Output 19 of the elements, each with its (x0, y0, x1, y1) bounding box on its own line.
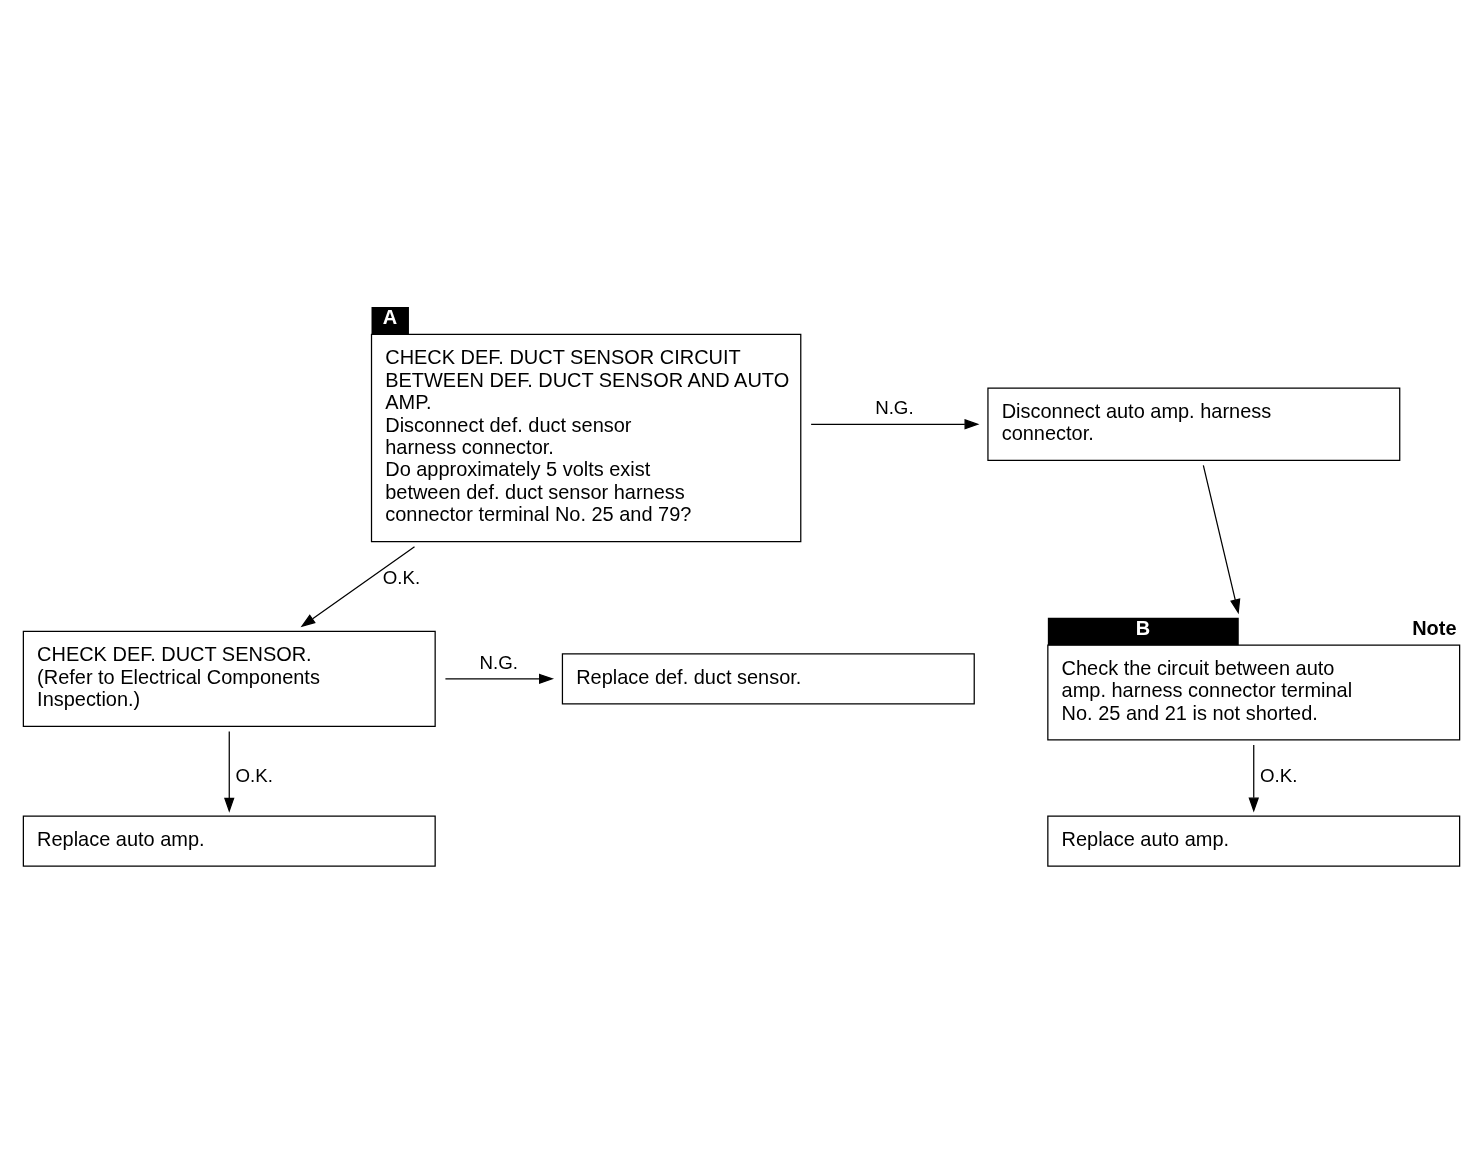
node-label: Note (1412, 616, 1457, 639)
arrow (224, 730, 235, 813)
edge-label: O.K. (235, 765, 273, 787)
arrow (444, 673, 555, 685)
node-box: Replace auto amp. (1047, 815, 1461, 867)
node-label: B (1135, 616, 1151, 639)
edge-label: O.K. (1259, 765, 1298, 787)
node-label: A (382, 306, 398, 329)
arrow (1248, 744, 1259, 813)
arrow (1202, 464, 1241, 615)
arrow (300, 546, 416, 628)
arrow (810, 419, 980, 430)
node-box: CHECK DEF. DUCT SENSOR. (Refer to Electrical Components Inspection.) (22, 630, 436, 727)
node-box: Replace auto amp. (22, 815, 436, 867)
edge-label: O.K. (382, 567, 421, 588)
node-box: Replace def. duct sensor. (561, 653, 975, 705)
edge-label: N.G. (875, 397, 914, 419)
edge-label: N.G. (479, 651, 519, 673)
node-box: Disconnect auto amp. harness connector. (987, 387, 1401, 462)
